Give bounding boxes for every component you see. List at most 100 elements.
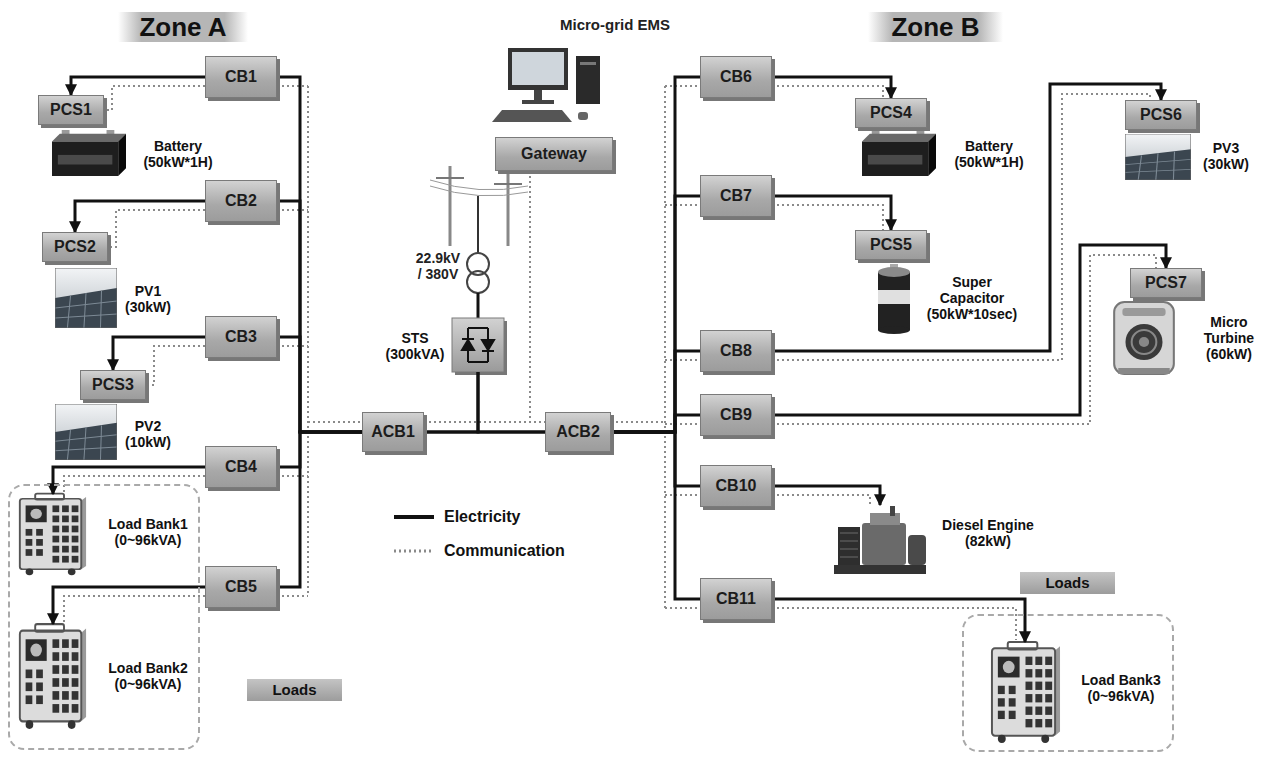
box-label: PCS2	[54, 238, 96, 256]
box-label: PCS6	[1140, 106, 1182, 124]
power-line	[75, 201, 205, 232]
legend-text: Electricity	[444, 508, 520, 526]
pcs-box: PCS1	[38, 95, 104, 125]
breaker-box: CB9	[700, 394, 772, 436]
battery-icon	[862, 130, 936, 176]
micro-turbine-unit: Micro Turbine (60kW)	[1105, 300, 1270, 380]
breaker-box: CB4	[205, 446, 277, 488]
loads-region: LoadsLoad Bank1 (0~96kVA)Load Bank2 (0~9…	[8, 484, 200, 750]
micro-turbine-icon	[1114, 302, 1174, 374]
box-label: CB7	[720, 187, 752, 205]
power-line	[277, 432, 362, 587]
breaker-box: CB6	[700, 56, 772, 98]
box-label: CB3	[225, 328, 257, 346]
communication-lines	[64, 86, 1156, 640]
box-label: CB8	[720, 342, 752, 360]
zone-header: Zone B	[868, 12, 1003, 42]
diesel-engine-icon	[834, 506, 926, 574]
gateway-box: Gateway	[495, 137, 613, 171]
power-line	[53, 467, 205, 494]
computer-icon	[492, 48, 600, 122]
legend-line	[394, 515, 434, 519]
pv-panel-icon	[55, 268, 117, 328]
pv-unit: PV2 (10kW)	[55, 402, 180, 462]
device-label: Super Capacitor (50kW*10sec)	[923, 274, 1021, 322]
zone-header: Zone A	[118, 12, 248, 42]
super-capacitor-unit: Super Capacitor (50kW*10sec)	[868, 262, 1048, 337]
pcs-box: PCS7	[1130, 268, 1202, 298]
sts-unit: STS (300kVA)	[380, 318, 504, 372]
load-bank: Load Bank2 (0~96kVA)	[18, 624, 198, 734]
power-line	[611, 196, 700, 432]
device-label: Load Bank3 (0~96kVA)	[1075, 672, 1167, 704]
load-bank-icon	[20, 494, 86, 575]
box-label: CB9	[720, 406, 752, 424]
device-label: Battery (50kW*1H)	[133, 138, 223, 170]
power-line	[772, 84, 1161, 351]
battery-icon	[52, 130, 126, 176]
breaker-box: CB5	[205, 566, 277, 608]
device-label: Micro Turbine (60kW)	[1197, 314, 1261, 362]
box-label: CB4	[225, 458, 257, 476]
box-label: PCS4	[870, 104, 912, 122]
legend-line-sample	[392, 544, 436, 558]
loads-region: LoadsLoad Bank3 (0~96kVA)	[962, 614, 1174, 752]
box-label: CB10	[716, 477, 757, 495]
device-label: PV3 (30kW)	[1197, 140, 1255, 172]
legend-text: Communication	[444, 542, 565, 560]
device-label: Battery (50kW*1H)	[944, 138, 1034, 170]
legend-row: Electricity	[392, 508, 520, 526]
load-bank-icon	[992, 642, 1060, 743]
power-line	[277, 432, 362, 467]
pcs-box: PCS5	[855, 230, 927, 260]
power-line	[611, 415, 700, 432]
box-label: CB5	[225, 578, 257, 596]
box-label: Gateway	[521, 145, 587, 163]
box-label: PCS5	[870, 236, 912, 254]
power-line	[71, 77, 205, 95]
pcs-box: PCS3	[80, 370, 146, 400]
power-line	[772, 245, 1166, 415]
group-heading: Loads	[1020, 572, 1115, 594]
device-label: Load Bank2 (0~96kVA)	[102, 660, 194, 692]
breaker-box: CB7	[700, 175, 772, 217]
box-label: CB2	[225, 192, 257, 210]
legend-line-sample	[392, 510, 436, 524]
box-label: Zone A	[139, 12, 226, 43]
diesel-engine-unit: Diesel Engine (82kW)	[830, 505, 1035, 580]
breaker-box: CB2	[205, 180, 277, 222]
power-line	[611, 432, 700, 486]
device-label: Diesel Engine (82kW)	[938, 517, 1038, 549]
device-label: STS (300kVA)	[380, 330, 450, 362]
power-line	[772, 196, 891, 230]
power-line-transformer	[430, 166, 528, 318]
group-heading: Loads	[247, 679, 342, 701]
voltage-label: 22.9kV / 380V	[414, 250, 462, 282]
power-line	[611, 77, 700, 432]
power-line	[772, 77, 891, 98]
pv-panel-icon	[1125, 134, 1191, 180]
sts-switch-symbol	[452, 318, 507, 375]
box-label: ACB1	[371, 423, 415, 441]
pcs-box: PCS4	[855, 98, 927, 128]
load-bank: Load Bank1 (0~96kVA)	[18, 494, 198, 578]
box-label: CB1	[225, 68, 257, 86]
breaker-box: CB10	[700, 465, 772, 507]
system-label: Micro-grid EMS	[560, 16, 670, 33]
device-label: Load Bank1 (0~96kVA)	[102, 516, 194, 548]
box-label: Zone B	[891, 12, 979, 43]
breaker-box: CB3	[205, 316, 277, 358]
power-line	[424, 372, 478, 432]
load-bank: Load Bank3 (0~96kVA)	[990, 642, 1170, 746]
box-label: CB6	[720, 68, 752, 86]
device-label: PV2 (10kW)	[119, 418, 177, 450]
pv-unit: PV3 (30kW)	[1125, 132, 1270, 182]
super-capacitor-icon	[878, 264, 910, 334]
power-line	[611, 432, 700, 599]
pcs-box: PCS6	[1125, 100, 1197, 130]
box-label: CB11	[716, 590, 756, 608]
